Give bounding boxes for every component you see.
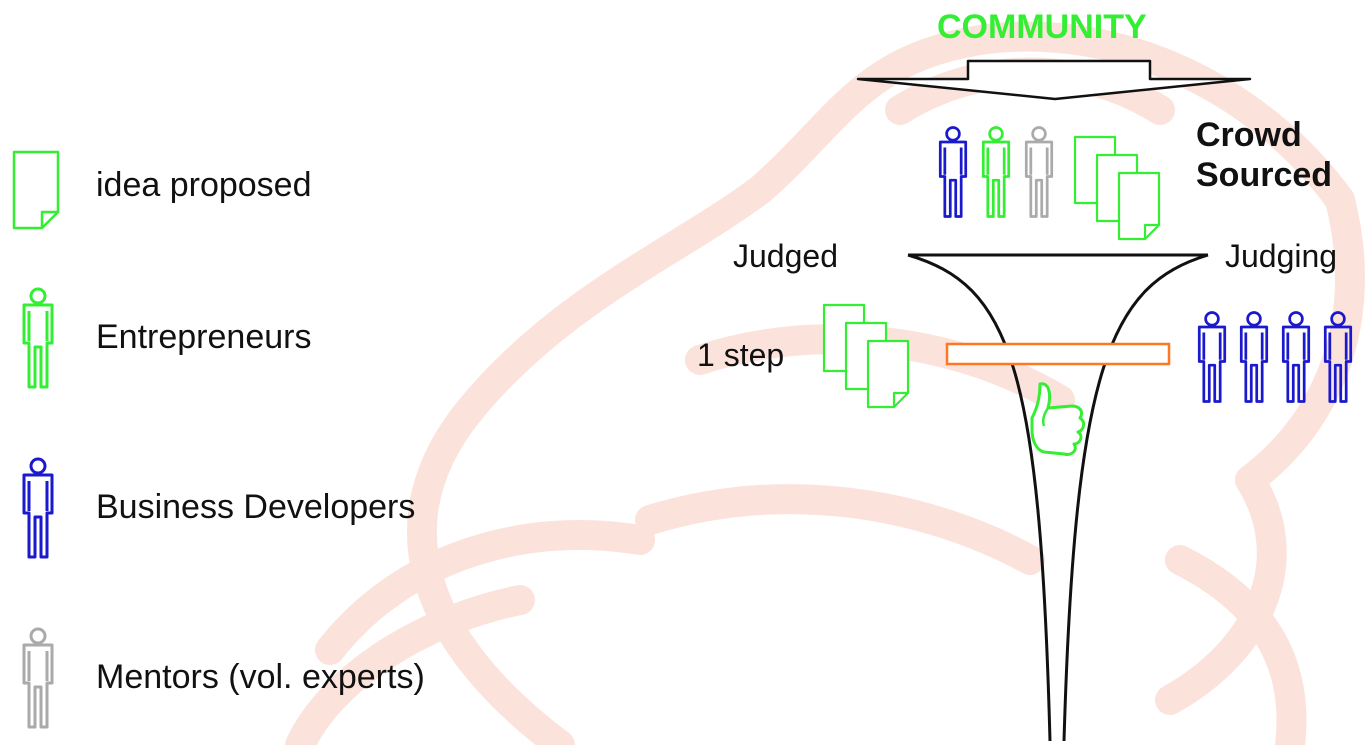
crowd-label-line2: Sourced <box>1196 156 1333 194</box>
filter-bar <box>945 342 1171 366</box>
legend-label-business-developers: Business Developers <box>96 488 416 526</box>
person-icon <box>1281 311 1311 403</box>
person-icon <box>22 627 54 729</box>
crowd-label-line1: Crowd <box>1196 116 1302 154</box>
document-icon <box>12 150 60 230</box>
person-icon <box>22 287 54 389</box>
person-icon <box>1024 126 1054 218</box>
community-arrow <box>856 59 1252 101</box>
person-icon <box>22 457 54 559</box>
person-icon <box>1197 311 1227 403</box>
person-icon <box>1239 311 1269 403</box>
funnel <box>907 253 1209 742</box>
crowd-sourced-label: Crowd Sourced <box>1196 115 1332 195</box>
legend-label-entrepreneurs: Entrepreneurs <box>96 318 312 356</box>
legend-label-idea: idea proposed <box>96 166 312 204</box>
document-stack-icon <box>1073 135 1161 241</box>
person-icon <box>981 126 1011 218</box>
person-icon <box>1323 311 1353 403</box>
document-stack-icon <box>822 303 910 409</box>
thumbs-up-icon <box>1030 382 1086 456</box>
judged-label: Judged <box>733 238 838 274</box>
community-label: COMMUNITY <box>937 8 1147 46</box>
judging-label: Judging <box>1225 238 1338 274</box>
legend-label-mentors: Mentors (vol. experts) <box>96 658 425 696</box>
person-icon <box>938 126 968 218</box>
step-label: 1 step <box>697 337 785 373</box>
